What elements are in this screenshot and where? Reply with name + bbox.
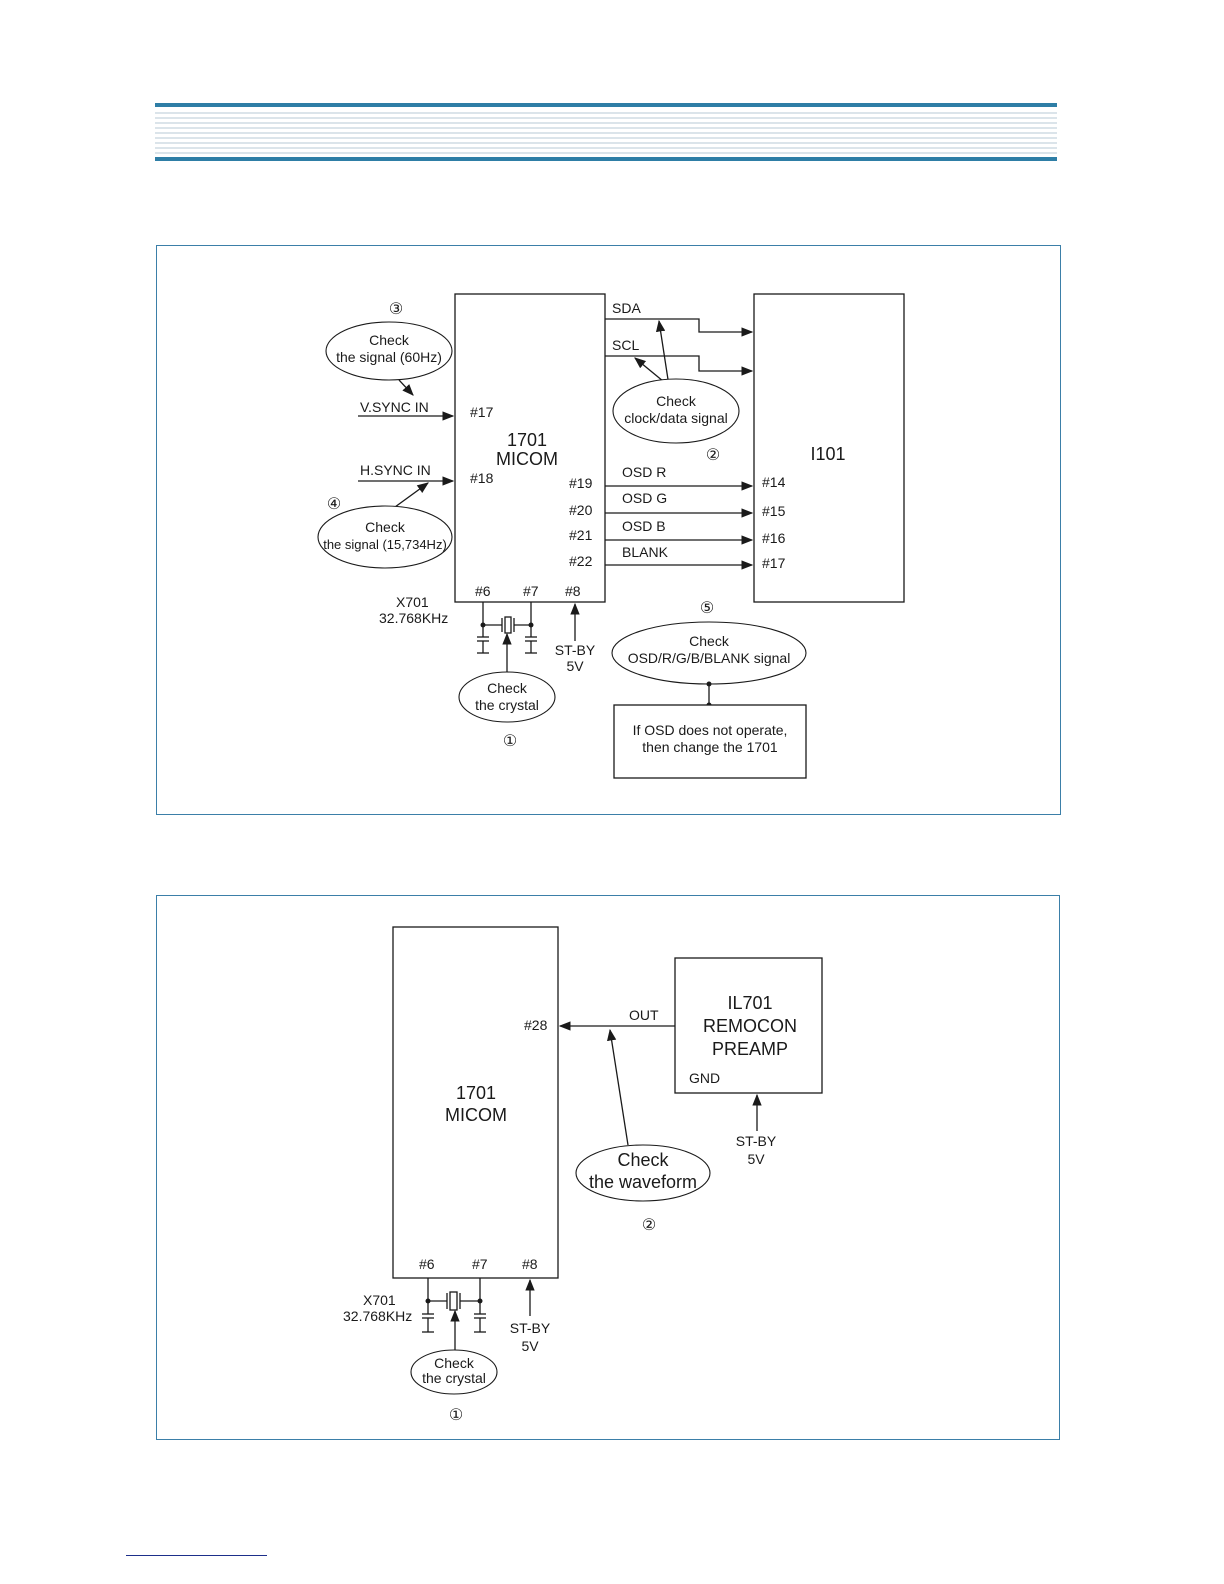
micom-pin-28: #28 [524,1017,548,1033]
check-3-line2: the signal (60Hz) [336,349,442,365]
standby-preamp-1: ST-BY [736,1133,777,1149]
remocon-diagram: 1701 MICOM #28 #6 #7 #8 IL701 REMOCON PR… [343,926,823,1424]
scl-label: SCL [612,337,639,353]
out-label: OUT [629,1007,659,1023]
crystal-circuit [422,1278,486,1333]
micom-pin-6: #6 [475,583,491,599]
remocon-diagram-panel: 1701 MICOM #28 #6 #7 #8 IL701 REMOCON PR… [156,895,1060,1440]
check-2-line1: Check [617,1150,669,1170]
check-15734hz-bubble [317,505,453,569]
check-5-number: ⑤ [700,600,714,617]
standby-label-2: 5V [566,658,584,674]
check-3-line1: Check [369,332,410,348]
micom-pin-20: #20 [569,502,593,518]
note-line2: then change the 1701 [642,739,778,755]
osd-b-label: OSD B [622,518,666,534]
blank-label: BLANK [622,544,669,560]
ic-pin-15: #15 [762,503,786,519]
check-1-line1: Check [434,1355,475,1371]
ic-pin-16: #16 [762,530,786,546]
check-3-number: ③ [389,301,403,318]
micom-pin-22: #22 [569,553,593,569]
crystal-circuit [477,602,537,654]
check-2-line2: clock/data signal [624,410,728,426]
micom-pin-6: #6 [419,1256,435,1272]
micom-pin-18: #18 [470,470,494,486]
preamp-label-2: REMOCON [703,1016,797,1036]
micom-pin-8: #8 [522,1256,538,1272]
check-60hz-bubble [325,321,453,381]
sda-label: SDA [612,300,641,316]
check-1-line1: Check [487,680,528,696]
check-4-line2: the signal (15,734Hz) [323,537,447,552]
check-4-number: ④ [327,496,341,513]
check-4-line1: Check [365,519,406,535]
micom-pin-7: #7 [472,1256,488,1272]
check-2-line1: Check [656,393,697,409]
check-1-number: ① [503,733,517,750]
check-2-number: ② [642,1217,656,1234]
preamp-gnd-label: GND [689,1070,720,1086]
crystal-freq: 32.768KHz [343,1308,412,1324]
crystal-name: X701 [363,1292,396,1308]
check-1-number: ① [449,1407,463,1424]
micom-pin-19: #19 [569,475,593,491]
preamp-box [674,957,823,1094]
note-box [613,704,807,779]
ic-label: I101 [810,444,845,464]
micom-box [454,293,606,603]
check-5-line1: Check [689,633,730,649]
check-1-line2: the crystal [422,1370,486,1386]
vsync-label: V.SYNC IN [360,399,429,415]
check-crystal-bubble [410,1349,498,1395]
preamp-label-1: IL701 [727,993,772,1013]
micom-pin-21: #21 [569,527,593,543]
check-2-number: ② [706,447,720,464]
ic-i101-box [753,293,905,603]
note-line1: If OSD does not operate, [633,722,788,738]
ic-pin-17: #17 [762,555,786,571]
header-band [155,103,1057,161]
footer-rule [126,1555,267,1556]
hsync-label: H.SYNC IN [360,462,431,478]
osd-g-label: OSD G [622,490,667,506]
preamp-label-3: PREAMP [712,1039,788,1059]
check-crystal-bubble [458,671,556,723]
micom-box [392,926,559,1279]
micom-pin-8: #8 [565,583,581,599]
micom-label-1: 1701 [456,1083,496,1103]
standby-micom-2: 5V [521,1338,539,1354]
check-5-line2: OSD/R/G/B/BLANK signal [628,650,791,666]
check-2-line2: the waveform [589,1172,697,1192]
crystal-freq: 32.768KHz [379,610,448,626]
osd-diagram: 1701 MICOM I101 SDA SCL V.SYNC IN #17 H.… [317,293,905,779]
check-clock-data-bubble [612,378,740,444]
micom-label-2: MICOM [496,449,558,469]
crystal-name: X701 [396,594,429,610]
check-1-line2: the crystal [475,697,539,713]
micom-pin-17: #17 [470,404,494,420]
micom-label-1: 1701 [507,430,547,450]
standby-preamp-2: 5V [747,1151,765,1167]
micom-pin-7: #7 [523,583,539,599]
ic-pin-14: #14 [762,474,786,490]
osd-diagram-panel: 1701 MICOM I101 SDA SCL V.SYNC IN #17 H.… [156,245,1061,815]
micom-label-2: MICOM [445,1105,507,1125]
standby-label-1: ST-BY [555,642,596,658]
check-waveform-bubble [575,1144,711,1202]
osd-r-label: OSD R [622,464,666,480]
standby-micom-1: ST-BY [510,1320,551,1336]
